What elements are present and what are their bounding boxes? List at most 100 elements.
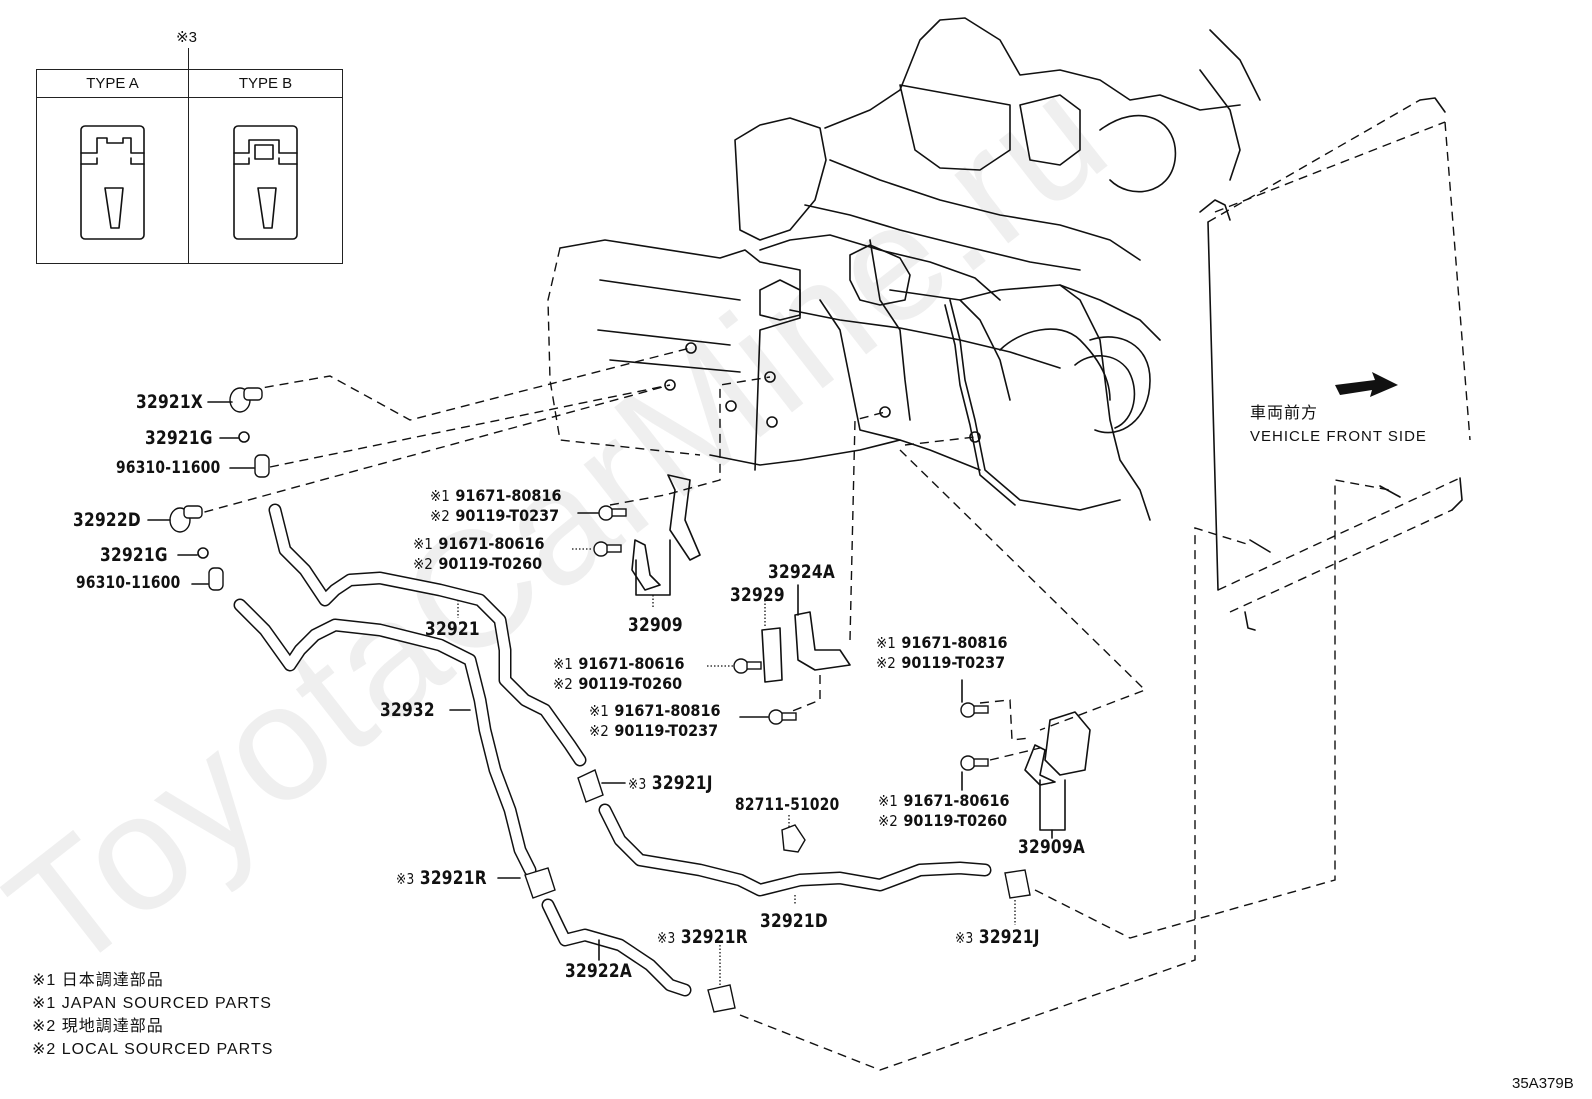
clamp-type-a-icon [80,125,145,240]
part-number: 32921R [680,926,748,948]
engine-illustration [547,17,1261,521]
bolt [598,505,627,521]
bolt [593,541,622,557]
bolt-part-number: 90119-T0260 [438,554,543,573]
note-mark-3: ※3 [628,775,647,793]
bolt-label-group[interactable]: ※1 91671-80816 ※2 90119-T0237 [430,486,561,526]
bolt-label-group[interactable]: ※1 91671-80616 ※2 90119-T0260 [553,654,684,694]
note-mark-3: ※3 [955,929,974,947]
connection-lines [189,347,1391,1071]
oring-32921G-1 [238,431,250,443]
bolt [960,702,989,718]
type-b-header: TYPE B [189,70,342,98]
part-number: 32921R [419,867,487,889]
note-mark-1: ※1 [878,792,898,810]
note-mark-1: ※1 [876,634,896,652]
part-label-82711-51020[interactable]: 82711-51020 [735,795,840,815]
arrow-right-icon [1335,372,1398,397]
bolt-part-number: 91671-80816 [455,486,562,505]
bolt-part-number: 90119-T0237 [614,721,719,740]
bracket-32909 [667,474,701,561]
legend-item: ※2 現地調達部品 [32,1018,164,1035]
note-mark-2: ※2 [553,675,573,693]
legend-item: ※1 JAPAN SOURCED PARTS [32,995,272,1012]
type-a-header: TYPE A [37,70,189,98]
bolt-part-number: 90119-T0260 [578,674,683,693]
part-number: 32921J [978,926,1040,948]
direction-label-jp: 車両前方 [1250,405,1319,422]
bolt-part-number: 90119-T0237 [901,653,1006,672]
bolt-part-number: 90119-T0237 [455,506,560,525]
bracket-32909A [1044,711,1091,776]
clamp-32921R-1 [524,867,556,899]
bolt-part-number: 91671-80616 [578,654,685,673]
clamp-32921R-2 [707,984,736,1013]
fitting-32921X [229,387,263,413]
note-mark-1: ※1 [553,655,573,673]
bolt-part-number: 91671-80616 [438,534,545,553]
part-label-32922D[interactable]: 32922D [73,509,141,531]
part-label-32924A[interactable]: 32924A [768,561,836,583]
note-mark-2: ※2 [876,654,896,672]
clamp-type-legend: TYPE A TYPE B [36,69,343,264]
legend-item: ※1 日本調達部品 [32,972,164,989]
note-mark-1: ※1 [589,702,609,720]
union-96310-2 [208,567,224,591]
note-mark-3: ※3 [657,929,676,947]
small-parts [169,372,1398,1013]
part-label-32922A[interactable]: 32922A [565,960,633,982]
bolt [733,658,762,674]
oring-32921G-2 [197,547,209,559]
note-mark-1: ※1 [430,487,450,505]
direction-label-en: VEHICLE FRONT SIDE [1250,428,1427,445]
part-label-32929[interactable]: 32929 [730,584,785,606]
bolt-part-number: 90119-T0260 [903,811,1008,830]
bolt [960,755,989,771]
part-label-32909[interactable]: 32909 [628,614,683,636]
part-label-32909A[interactable]: 32909A [1018,836,1086,858]
type-divider [188,97,189,263]
clamp-32929 [761,627,783,683]
part-label-96310-11600[interactable]: 96310-11600 [116,458,221,478]
figure-id: 35A379B [1512,1075,1574,1092]
note-mark-2: ※2 [878,812,898,830]
sourcing-legend: ※1 日本調達部品 ※1 JAPAN SOURCED PARTS ※2 現地調達… [32,969,273,1061]
part-label-96310-11600[interactable]: 96310-11600 [76,573,181,593]
leader-lines [147,401,1066,985]
note-mark-2: ※2 [589,722,609,740]
note-mark-2: ※2 [430,507,450,525]
note-mark-2: ※2 [413,555,433,573]
clamp-32921J-1 [577,769,604,803]
bolt-part-number: 91671-80816 [614,701,721,720]
type-divider-stem [188,48,189,69]
hoses [233,503,992,997]
bolt-label-group[interactable]: ※1 91671-80616 ※2 90119-T0260 [413,534,544,574]
note-mark-3: ※3 [396,870,415,888]
bolt-part-number: 91671-80616 [903,791,1010,810]
part-number: 32921J [651,772,713,794]
part-label-32921G[interactable]: 32921G [145,427,213,449]
clamp-type-drawings [80,125,298,240]
clamp-32921J-2 [1004,869,1031,899]
bolt [768,709,797,725]
fitting-32922D [169,505,203,533]
part-label-32932[interactable]: 32932 [380,699,435,721]
radiator-illustration [1199,97,1471,631]
type-mark-label: ※3 [176,29,197,46]
part-label-32921D[interactable]: 32921D [760,910,828,932]
part-label-32921[interactable]: 32921 [425,618,480,640]
union-96310-1 [254,454,270,478]
bolt-label-group[interactable]: ※1 91671-80616 ※2 90119-T0260 [878,791,1009,831]
bolt-label-group[interactable]: ※1 91671-80816 ※2 90119-T0237 [589,701,720,741]
part-label-32921X[interactable]: 32921X [136,391,204,413]
part-label-32921G[interactable]: 32921G [100,544,168,566]
bracket-32924A [794,611,851,671]
note-mark-1: ※1 [413,535,433,553]
